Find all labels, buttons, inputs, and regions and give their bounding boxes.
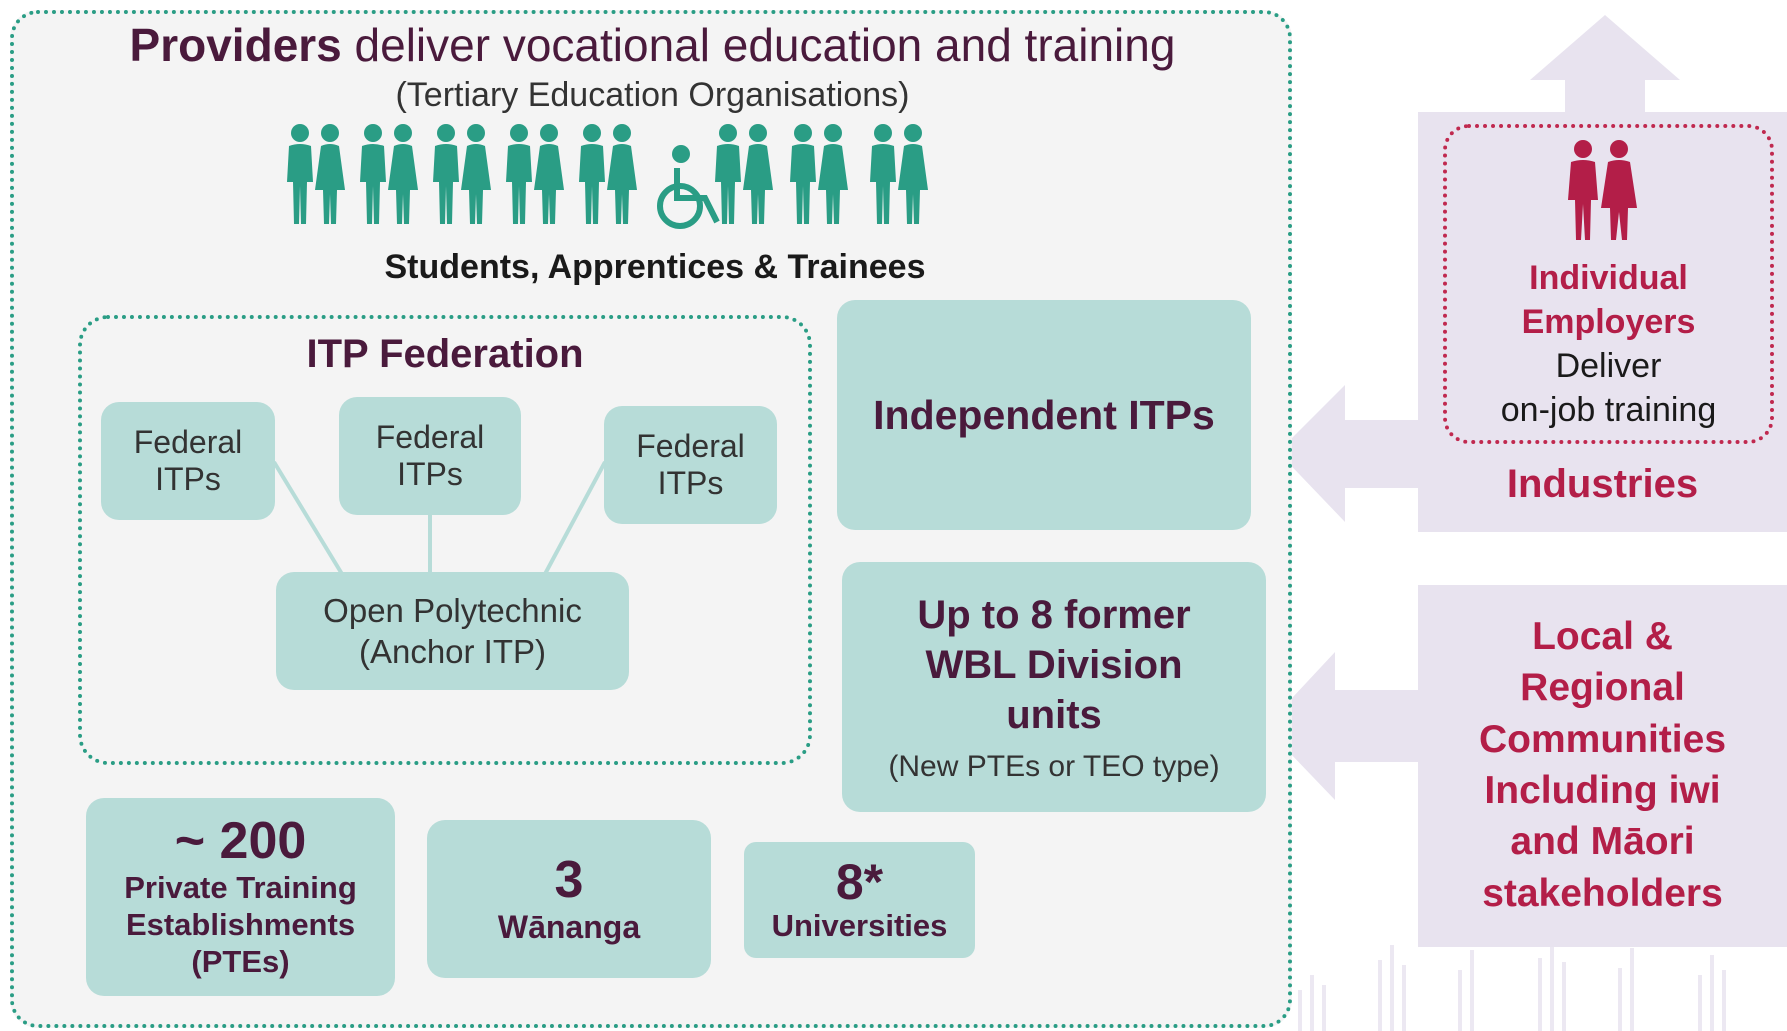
communities-line3: Communities	[1478, 717, 1727, 761]
anchor-itp-line2: (Anchor ITP)	[358, 633, 547, 670]
deliver-line1: Deliver	[1555, 347, 1662, 385]
wananga-box: 3 Wānanga	[427, 820, 711, 978]
federal-itps-box-3: Federal ITPs	[604, 406, 777, 524]
wananga-number: 3	[554, 850, 584, 909]
communities-text: Local & Regional Communities Including i…	[1418, 600, 1787, 930]
universities-number: 8*	[835, 853, 884, 910]
wbl-note: (New PTEs or TEO type)	[888, 750, 1220, 783]
pte-line1: Private Training	[124, 869, 357, 905]
itp-federation-title: ITP Federation	[306, 332, 584, 376]
federal-itps-1-line1: Federal	[133, 424, 243, 460]
federal-itps-3-line2: ITPs	[657, 465, 724, 501]
federal-itps-box-2: Federal ITPs	[339, 397, 521, 515]
itp-federation-panel	[78, 315, 812, 765]
employer-people-icon	[1568, 140, 1637, 240]
federal-itps-1-line2: ITPs	[155, 461, 221, 497]
industries-panel	[1418, 112, 1787, 532]
independent-itps-box: Independent ITPs	[837, 300, 1251, 530]
federal-itps-2-line1: Federal	[375, 419, 485, 455]
universities-label: Universities	[771, 908, 948, 944]
employers-panel	[1443, 124, 1774, 444]
wananga-label: Wānanga	[497, 909, 641, 946]
anchor-itp-box: Open Polytechnic (Anchor ITP)	[276, 572, 629, 690]
communities-panel	[1418, 585, 1787, 947]
learners-label: Students, Apprentices & Trainees	[384, 248, 926, 286]
pte-line3: (PTEs)	[191, 943, 290, 979]
wbl-division-box: Up to 8 former WBL Division units (New P…	[842, 562, 1266, 812]
wbl-line3: units	[1006, 693, 1102, 737]
up-arrow	[1530, 15, 1680, 115]
employers-line2: Employers	[1521, 302, 1696, 341]
communities-line2: Regional	[1520, 666, 1685, 710]
employers-line1: Individual	[1529, 258, 1688, 297]
deliver-line2: on-job training	[1500, 391, 1717, 430]
industries-arrow	[1278, 385, 1420, 522]
decorative-pattern	[1298, 940, 1726, 1031]
federal-itps-2-line2: ITPs	[397, 456, 463, 492]
federal-itps-3-line1: Federal	[636, 428, 745, 464]
communities-line6: stakeholders	[1482, 871, 1723, 915]
industries-label: Industries	[1506, 462, 1699, 506]
wheelchair-icon	[657, 145, 720, 229]
wbl-line1: Up to 8 former	[917, 593, 1191, 637]
title-rest: deliver vocational education and trainin…	[341, 19, 1176, 71]
universities-box: 8* Universities	[744, 842, 975, 958]
pte-line2: Establishments	[125, 906, 356, 942]
learners-figures	[287, 124, 928, 229]
title-bold: Providers	[129, 19, 342, 71]
page-subtitle: (Tertiary Education Organisations)	[395, 76, 910, 114]
employers-text: Individual Employers Deliver on-job trai…	[1443, 254, 1774, 434]
anchor-itp-line1: Open Polytechnic	[323, 591, 582, 629]
federal-itps-box-1: Federal ITPs	[101, 402, 275, 520]
pte-number: ~ 200	[174, 811, 307, 870]
wbl-line2: WBL Division	[925, 643, 1183, 687]
communities-line1: Local &	[1532, 614, 1673, 658]
pte-box: ~ 200 Private Training Establishments (P…	[86, 798, 395, 996]
communities-arrow	[1265, 652, 1420, 800]
communities-line4: Including iwi	[1484, 769, 1721, 812]
page-title: Providers deliver vocational education a…	[20, 18, 1285, 72]
communities-line5: and Māori	[1510, 820, 1695, 864]
